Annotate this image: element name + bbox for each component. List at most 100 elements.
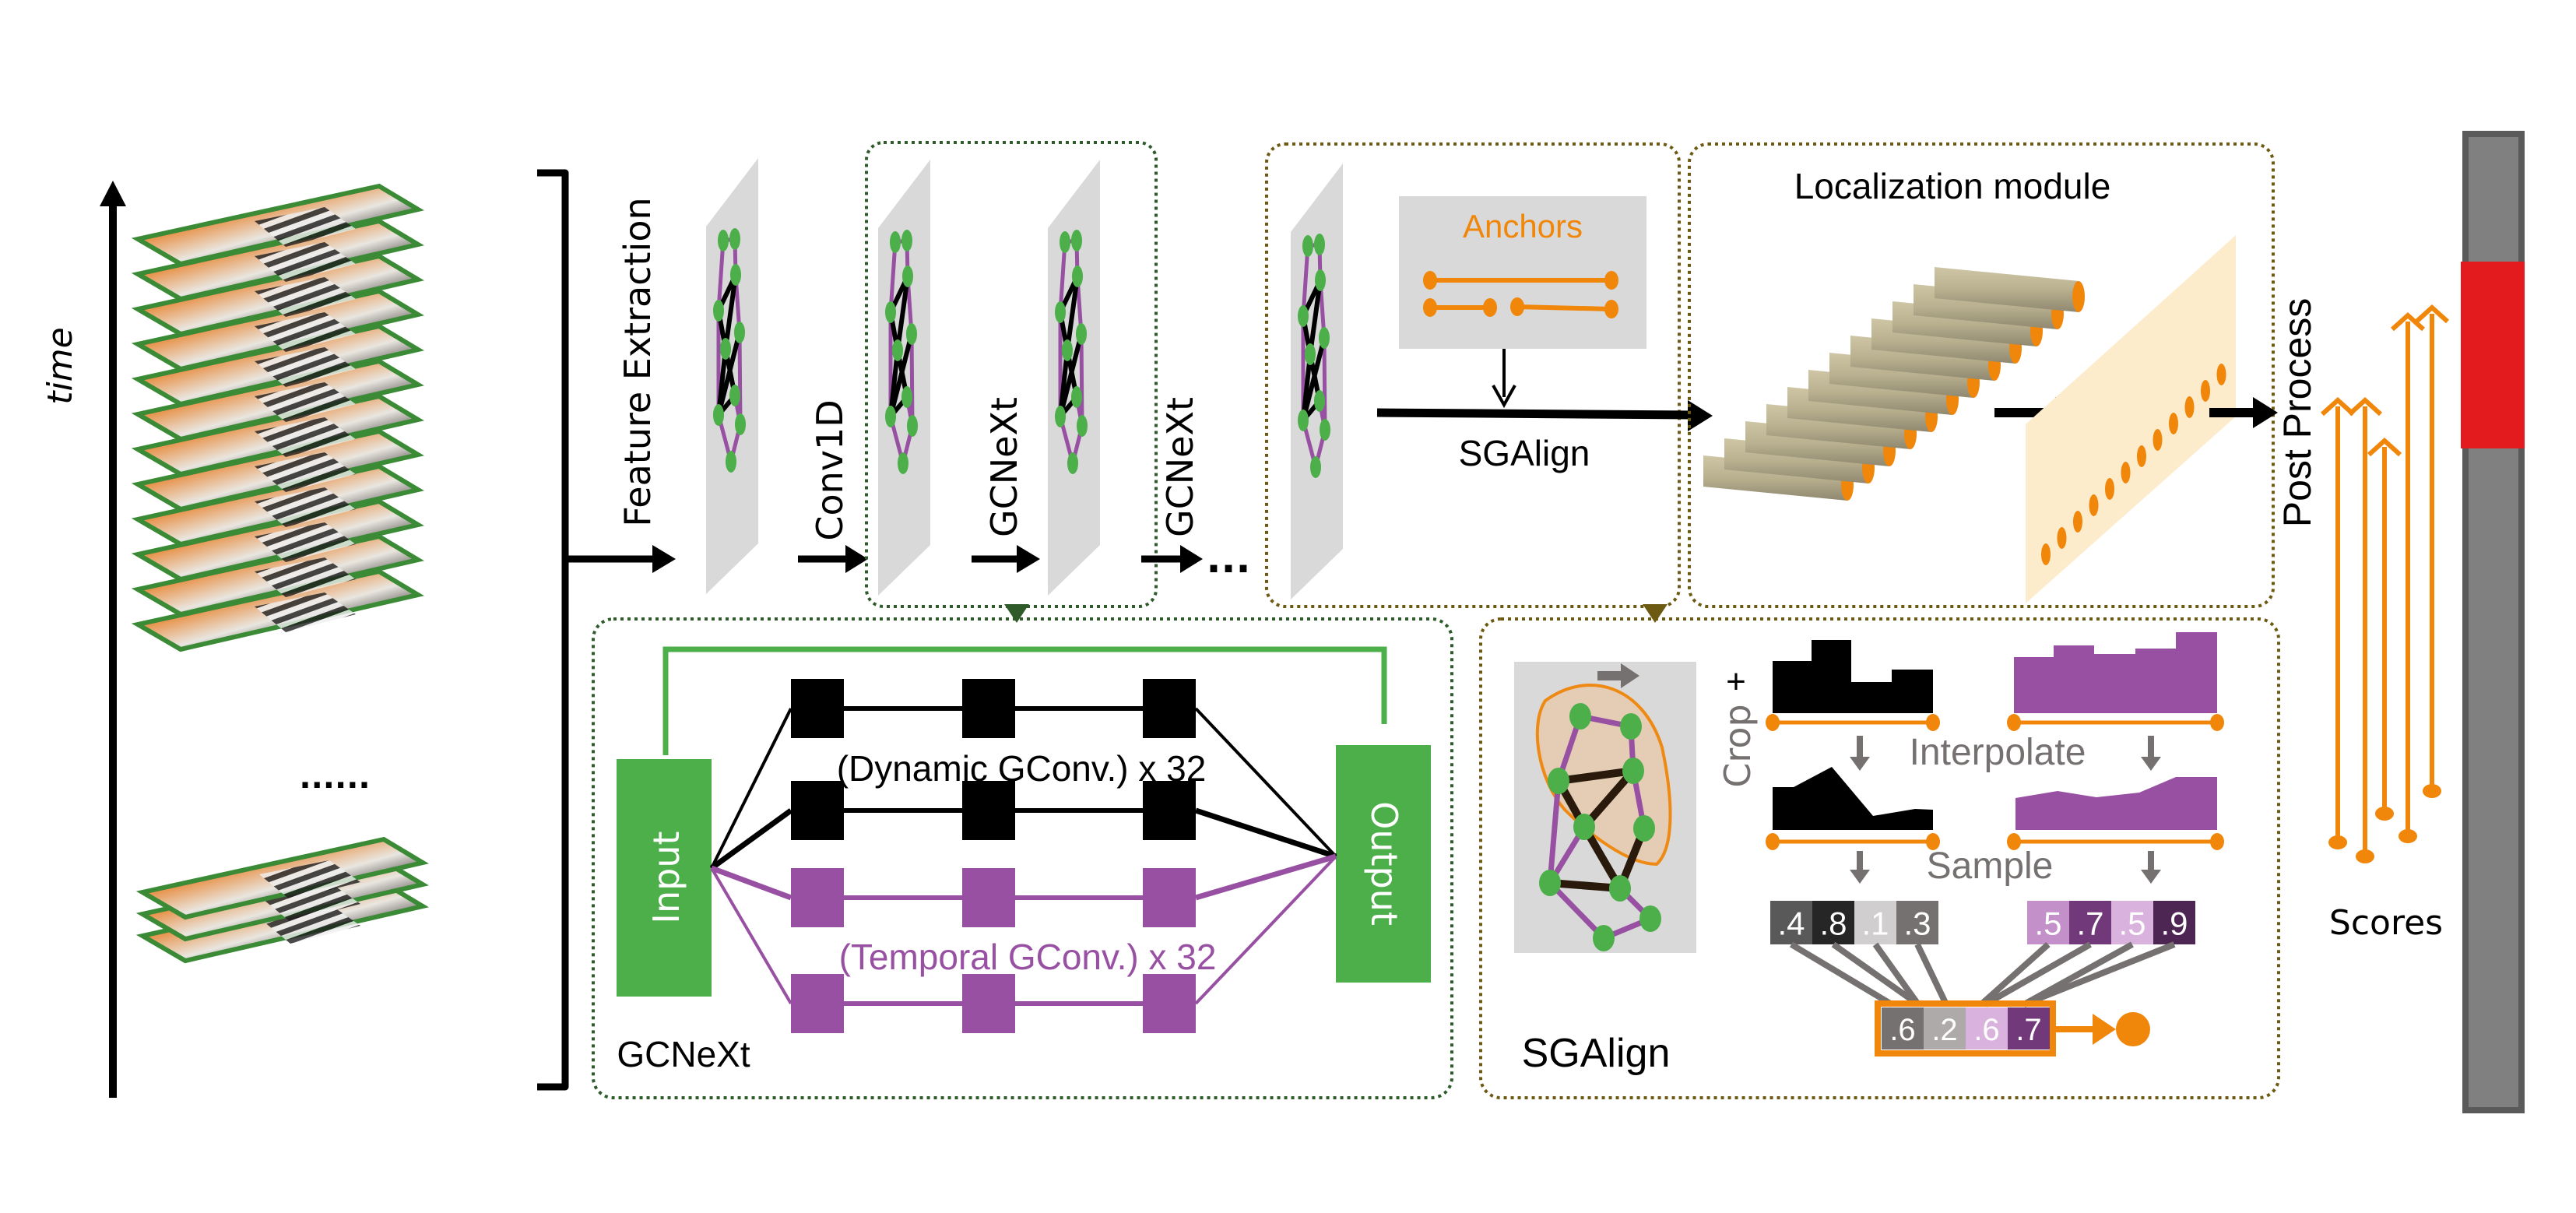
frames-ellipsis: ......	[299, 760, 370, 796]
crop-arrowhead-icon	[1621, 663, 1639, 688]
gray-sample-value: .3	[1903, 905, 1931, 942]
graph-node	[1314, 234, 1325, 255]
scores-label: Scores	[2329, 903, 2443, 943]
process-arrowhead-icon	[2141, 757, 2161, 771]
sample-weight-line	[1914, 943, 1949, 1006]
gcnext-top-group	[865, 141, 1158, 608]
video-frame-detail	[255, 592, 356, 632]
score-dot	[2184, 396, 2195, 418]
graph-node	[1548, 768, 1569, 794]
purple-sample-value: .9	[2160, 905, 2188, 942]
aligned-output-cell	[1924, 1007, 1966, 1050]
graph-node	[1077, 415, 1088, 437]
semantic-edge	[1058, 350, 1070, 417]
temporal-edge	[1301, 245, 1310, 317]
aligned-output-cell	[1966, 1007, 2008, 1050]
graph-node	[907, 415, 918, 437]
temporal-edge	[888, 241, 898, 313]
video-frame-detail	[255, 487, 356, 527]
process-arrowhead-icon	[2141, 870, 2161, 884]
graph-node	[1639, 905, 1661, 932]
sample-label: Sample	[1927, 846, 2054, 887]
temporal-feature-histogram	[2014, 632, 2217, 713]
video-frames-lower-stack	[135, 836, 429, 964]
output-fan-line	[1194, 855, 1337, 1005]
gcnext-expand-marker-icon	[1004, 604, 1029, 623]
output-block	[1336, 745, 1431, 983]
purple-sample-cell	[2069, 901, 2111, 944]
graph-node	[735, 413, 746, 435]
semantic-edge	[1065, 276, 1080, 351]
crop-label: Crop	[1717, 704, 1759, 787]
anchor-endpoint	[1766, 833, 1780, 850]
purple-sample-value: .5	[2034, 905, 2061, 942]
semantic-edge	[1549, 879, 1621, 892]
gcnext-1-label: GCNeXt	[983, 397, 1025, 537]
video-frame-detail	[259, 860, 360, 900]
score-arrows	[2320, 304, 2450, 863]
gray-sample-value: .4	[1777, 905, 1805, 942]
sgalign-sample-cells: .4.8.1.3.5.7.5.9.6.2.6.7	[1770, 901, 2195, 1057]
sgalign-arrowhead-icon	[1688, 400, 1713, 431]
sgalign-expand-marker-icon	[1643, 604, 1668, 623]
temporal-edge	[1079, 333, 1084, 427]
graph-node	[1620, 713, 1642, 740]
score-dot	[2169, 413, 2178, 434]
semantic-edge	[716, 348, 728, 416]
aligned-output-value: .6	[1973, 1013, 1999, 1047]
anchor-endpoint	[1766, 714, 1780, 731]
anchor-endpoint	[2007, 833, 2021, 850]
semantic-edge	[895, 276, 910, 351]
sgalign-detail-panel	[1479, 617, 2280, 1099]
score-dot	[2137, 445, 2146, 467]
anchors-down-arrowhead-icon	[1492, 385, 1516, 409]
aligned-output-cell	[1882, 1007, 1924, 1050]
semantic-edge	[1308, 280, 1323, 355]
gray-sample-cell	[1770, 901, 1812, 944]
feature-extraction-label: Feature Extraction	[617, 197, 659, 526]
graph-node	[718, 230, 729, 251]
score-dot	[2089, 494, 2099, 516]
sample-weight-line	[1831, 941, 1921, 1007]
score-dot	[2201, 380, 2210, 402]
score-dot	[2057, 527, 2067, 549]
semantic-feature-interpolated	[1773, 767, 1933, 830]
graph-node	[1315, 269, 1326, 291]
graph-node	[885, 406, 896, 427]
score-origin-dot	[2423, 784, 2441, 798]
video-frame-detail	[255, 557, 356, 597]
video-frame-detail	[255, 242, 356, 282]
graph-node	[890, 231, 901, 253]
score-dot	[2121, 462, 2131, 483]
graph-node	[729, 385, 740, 406]
time-axis-arrowhead-icon	[100, 181, 126, 206]
graph-node	[1314, 390, 1325, 412]
video-frame-detail	[255, 382, 356, 422]
sample-weight-line	[1872, 942, 1921, 1007]
gray-sample-cell	[1812, 901, 1854, 944]
graph-node	[1060, 231, 1070, 253]
input-fan-line	[710, 865, 792, 901]
graph-node	[1593, 925, 1615, 951]
anchor-endpoint	[1604, 300, 1618, 318]
input-fan-line	[710, 708, 792, 869]
gray-sample-value: .1	[1861, 905, 1889, 942]
graph-node	[1305, 343, 1316, 365]
post-process-label: Post Process	[2276, 298, 2319, 528]
input-fan-line	[710, 867, 792, 1005]
temporal-edge	[1322, 337, 1327, 431]
sgalign-panel-title: SGAlign	[1522, 1031, 1671, 1076]
graph-node	[1622, 758, 1644, 784]
graph-node	[1319, 327, 1330, 349]
time-axis: time	[40, 181, 126, 1098]
graph-node	[726, 451, 736, 473]
semantic-edge	[1301, 353, 1313, 421]
input-fan-line	[709, 808, 793, 870]
graph-node	[1071, 230, 1082, 251]
feature-sheets	[706, 158, 1343, 599]
graph-node	[1569, 703, 1591, 730]
gcnext-detail-panel	[592, 617, 1453, 1099]
aligned-output-cell	[2008, 1007, 2050, 1050]
graph-node	[901, 230, 912, 251]
plus-sign: +	[1726, 663, 1746, 701]
